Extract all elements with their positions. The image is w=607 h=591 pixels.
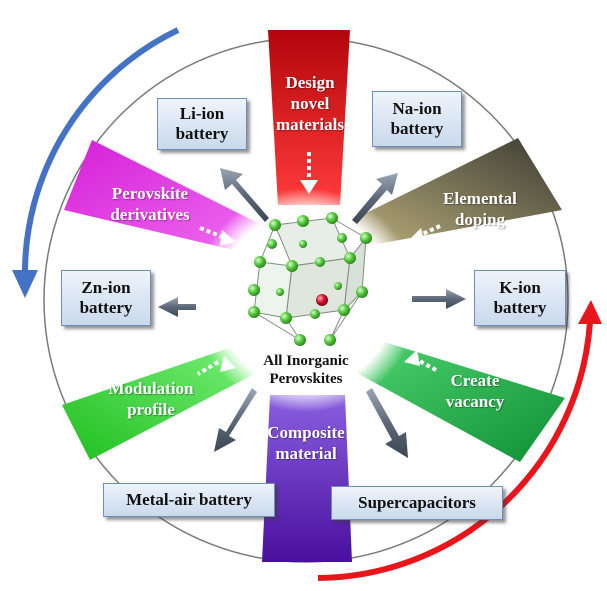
composite-strategy-label: Composite material (258, 422, 354, 464)
modulation-line-2: profile (127, 400, 175, 419)
modulation-wedge (62, 345, 258, 460)
metal-air-battery-box: Metal-air battery (103, 483, 275, 517)
red-arrowhead (578, 300, 602, 324)
k-ion-line-2: battery (493, 298, 547, 317)
strategy-arrowheads (220, 180, 425, 372)
vacancy-strategy-label: Create vacancy (430, 370, 520, 412)
doping-line-2: doping (454, 210, 506, 229)
zn-ion-line-2: battery (79, 298, 133, 317)
derivatives-strategy-label: Perovskite derivatives (90, 183, 210, 225)
composite-line-1: Composite (267, 423, 345, 442)
strategy-dotted-arrows (196, 152, 441, 376)
doping-line-1: Elemental (443, 189, 517, 208)
doping-strategy-label: Elemental doping (430, 188, 530, 230)
na-ion-line-1: Na-ion (392, 99, 442, 118)
supercapacitors-box: Supercapacitors (331, 486, 503, 520)
k-ion-line-1: K-ion (499, 278, 541, 297)
zn-ion-battery-box: Zn-ion battery (61, 270, 151, 326)
composite-line-2: material (275, 444, 337, 463)
center-cation-atom (316, 294, 328, 306)
center-title: All Inorganic Perovskites (236, 352, 376, 388)
design-line-2: novel (290, 94, 330, 113)
modulation-line-1: Modulation (108, 379, 194, 398)
vacancy-wedge (355, 340, 565, 462)
li-ion-line-1: Li-ion (179, 104, 225, 123)
zn-ion-line-1: Zn-ion (81, 278, 131, 297)
na-ion-battery-box: Na-ion battery (372, 91, 462, 147)
red-cycle-arrow (317, 321, 593, 581)
application-arrows (158, 168, 466, 458)
center-title-line-2: Perovskites (269, 371, 343, 387)
derivatives-line-2: derivatives (110, 205, 190, 224)
blue-arrowhead (12, 270, 38, 298)
perovskite-crystal-icon (253, 217, 367, 341)
na-ion-line-2: battery (390, 119, 444, 138)
design-line-3: materials (276, 115, 344, 134)
derivatives-line-1: Perovskite (111, 184, 189, 203)
design-wedge (268, 30, 350, 205)
supercapacitors-label: Supercapacitors (358, 493, 476, 512)
design-line-1: Design (285, 73, 335, 92)
center-disc (194, 188, 418, 412)
metal-air-label: Metal-air battery (126, 490, 252, 509)
doping-wedge (352, 138, 562, 245)
design-strategy-label: Design novel materials (268, 72, 352, 135)
vacancy-line-1: Create (450, 371, 500, 390)
center-title-line-1: All Inorganic (263, 353, 349, 369)
atom-spheres (248, 212, 372, 346)
li-ion-battery-box: Li-ion battery (157, 98, 247, 150)
derivatives-wedge (64, 140, 262, 252)
vacancy-line-2: vacancy (445, 392, 505, 411)
modulation-strategy-label: Modulation profile (96, 378, 206, 420)
composite-wedge (262, 395, 352, 562)
k-ion-battery-box: K-ion battery (474, 270, 566, 326)
blue-cycle-arrow (21, 27, 180, 279)
li-ion-line-2: battery (175, 124, 229, 143)
